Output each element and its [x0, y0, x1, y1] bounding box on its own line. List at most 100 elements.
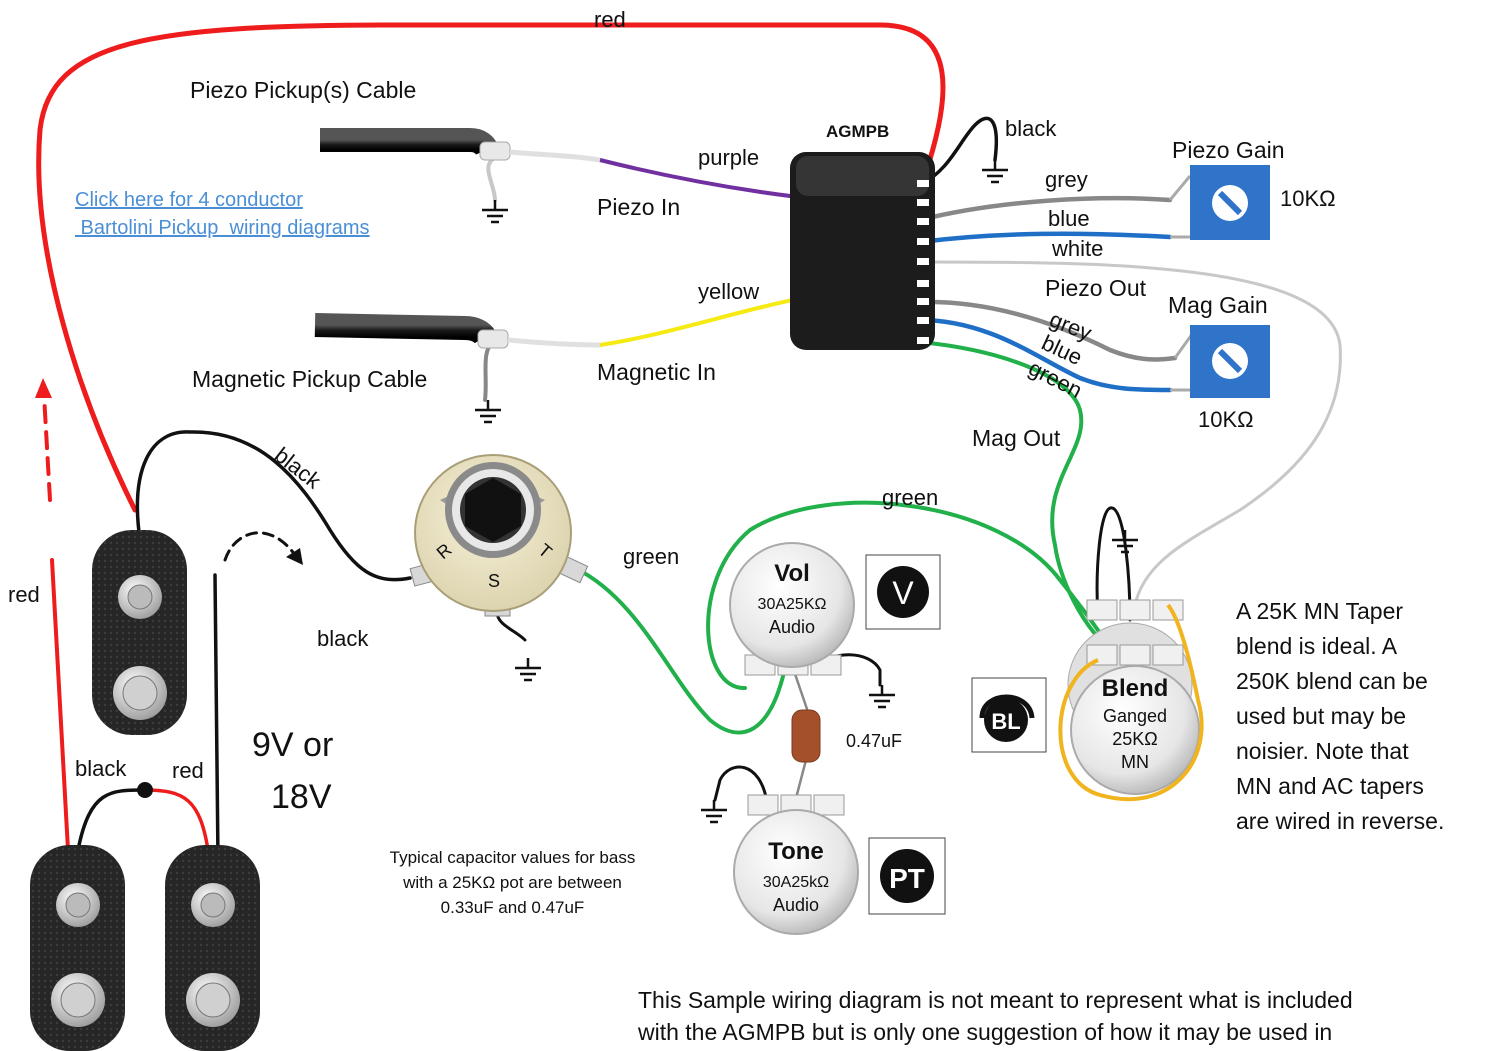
green-vol-wire	[706, 500, 1112, 691]
link-line-2[interactable]: Bartolini Pickup wiring diagrams	[75, 217, 370, 239]
tone-pot	[733, 794, 859, 935]
wire-label-green-jack: green	[623, 544, 679, 569]
agmpb-label: AGMPB	[826, 122, 889, 141]
bartolini-diagrams-link[interactable]: Click here for 4 conductor Bartolini Pic…	[75, 186, 370, 242]
red-dashed-arrow	[42, 393, 52, 502]
mag-shield-wire	[483, 338, 497, 402]
wire-label-purple: purple	[698, 145, 759, 170]
piezo-shield-wire	[486, 156, 497, 202]
piezo-in-label: Piezo In	[597, 194, 680, 220]
ground-icon	[699, 798, 729, 824]
wire-label-white: white	[1051, 236, 1103, 261]
tone-pot-taper: Audio	[773, 895, 819, 915]
blend-note-line: noisier. Note that	[1236, 738, 1409, 764]
wire-label-blue-1: blue	[1048, 206, 1090, 231]
jack-sleeve-label: S	[488, 571, 500, 591]
capacitor	[791, 709, 821, 763]
agmpb-module	[790, 152, 935, 350]
volume-pot	[729, 542, 855, 676]
voltage-label-2: 18V	[271, 778, 332, 816]
black-arrow-head	[286, 548, 303, 565]
red-arrow-head	[35, 378, 52, 398]
piezo-out-label: Piezo Out	[1045, 275, 1147, 301]
magnetic-cable-label: Magnetic Pickup Cable	[192, 366, 427, 392]
piezo-cable-label: Piezo Pickup(s) Cable	[190, 77, 416, 103]
battery-black-wire	[76, 788, 147, 852]
battery-snap-top	[92, 530, 187, 735]
link-line-1[interactable]: Click here for 4 conductor	[75, 189, 303, 211]
ground-icon	[980, 158, 1010, 184]
tone-pot-title: Tone	[768, 838, 824, 865]
blend-note-line: are wired in reverse.	[1236, 808, 1445, 834]
blend-note-line: 250K blend can be	[1236, 668, 1428, 694]
blend-pot-taper: MN	[1121, 752, 1149, 772]
wire-label-green-vol: green	[882, 485, 938, 510]
tone-ground-wire	[713, 765, 769, 804]
blend-note-line: used but may be	[1236, 703, 1407, 729]
wire-label-black-battery: black	[75, 756, 127, 781]
mag-out-label: Mag Out	[972, 425, 1061, 451]
capacitor-note-line: 0.33uF and 0.47uF	[440, 898, 585, 917]
white-wire	[918, 260, 1342, 607]
mag-gain-trimpot	[1170, 325, 1270, 398]
black-top-wire	[918, 116, 998, 187]
disclaimer-line: with the AGMPB but is only one suggestio…	[638, 1019, 1333, 1045]
battery-snap-right	[165, 845, 260, 1051]
grey-wire-2	[917, 299, 1178, 362]
blend-note: A 25K MN Taper blend is ideal. A 250K bl…	[1236, 594, 1444, 839]
blend-pot-value: 25KΩ	[1112, 729, 1157, 749]
blend-note-line: MN and AC tapers	[1236, 773, 1424, 799]
magnetic-in-label: Magnetic In	[597, 359, 716, 385]
wire-label-black-mid: black	[317, 626, 369, 651]
ground-icon	[473, 398, 503, 424]
battery-top-wire	[213, 573, 220, 862]
battery-snap-left	[30, 845, 125, 1051]
blend-pot-title: Blend	[1102, 675, 1169, 702]
capacitor-note: Typical capacitor values for bass with a…	[340, 845, 685, 920]
battery-red-wire	[143, 788, 210, 852]
vol-pot-taper: Audio	[769, 617, 815, 637]
ground-icon	[513, 656, 543, 682]
wire-label-red-battery: red	[172, 758, 204, 783]
magnetic-cable	[314, 313, 601, 349]
ground-icon	[480, 198, 510, 224]
capacitor-note-line: with a 25KΩ pot are between	[403, 873, 622, 892]
mag-gain-label: Mag Gain	[1168, 292, 1268, 318]
battery-junction	[137, 782, 153, 798]
blend-ground-wire	[1095, 506, 1132, 622]
vol-badge-letter: V	[892, 575, 914, 611]
volume-badge	[865, 554, 941, 630]
tone-badge-letter: PT	[889, 863, 925, 894]
blue-wire-2	[917, 317, 1173, 393]
piezo-gain-label: Piezo Gain	[1172, 137, 1285, 163]
snap-black-wire	[135, 430, 412, 582]
green-jack-wire	[573, 566, 787, 735]
blend-pot-type: Ganged	[1103, 706, 1167, 726]
blue-wire-1	[917, 231, 1173, 245]
capacitor-value: 0.47uF	[846, 731, 902, 751]
red-wire-top	[36, 22, 946, 513]
blend-note-line: blend is ideal. A	[1236, 633, 1398, 659]
blend-pot	[1058, 599, 1204, 802]
black-dashed-arrow	[223, 531, 297, 562]
grey-wire-1	[917, 195, 1173, 223]
vol-pot-title: Vol	[774, 560, 810, 587]
disclaimer-note: This Sample wiring diagram is not meant …	[638, 984, 1353, 1048]
capacitor-note-line: Typical capacitor values for bass	[389, 848, 636, 867]
wire-label-red-top: red	[594, 7, 626, 32]
blend-badge	[971, 677, 1047, 753]
voltage-label-1: 9V or	[252, 726, 333, 764]
piezo-cable	[320, 128, 601, 163]
output-jack	[409, 454, 589, 617]
wire-label-black-top: black	[1005, 116, 1057, 141]
blend-note-line: A 25K MN Taper	[1236, 598, 1404, 624]
piezo-gain-value: 10KΩ	[1280, 186, 1336, 211]
vol-pot-spec: 30A25KΩ	[758, 596, 827, 613]
ground-icon	[867, 683, 897, 709]
wire-label-yellow: yellow	[698, 279, 759, 304]
blend-badge-letter: BL	[991, 709, 1020, 734]
wire-label-red-left: red	[8, 582, 40, 607]
wire-label-grey-1: grey	[1045, 167, 1088, 192]
tone-badge	[868, 837, 946, 915]
